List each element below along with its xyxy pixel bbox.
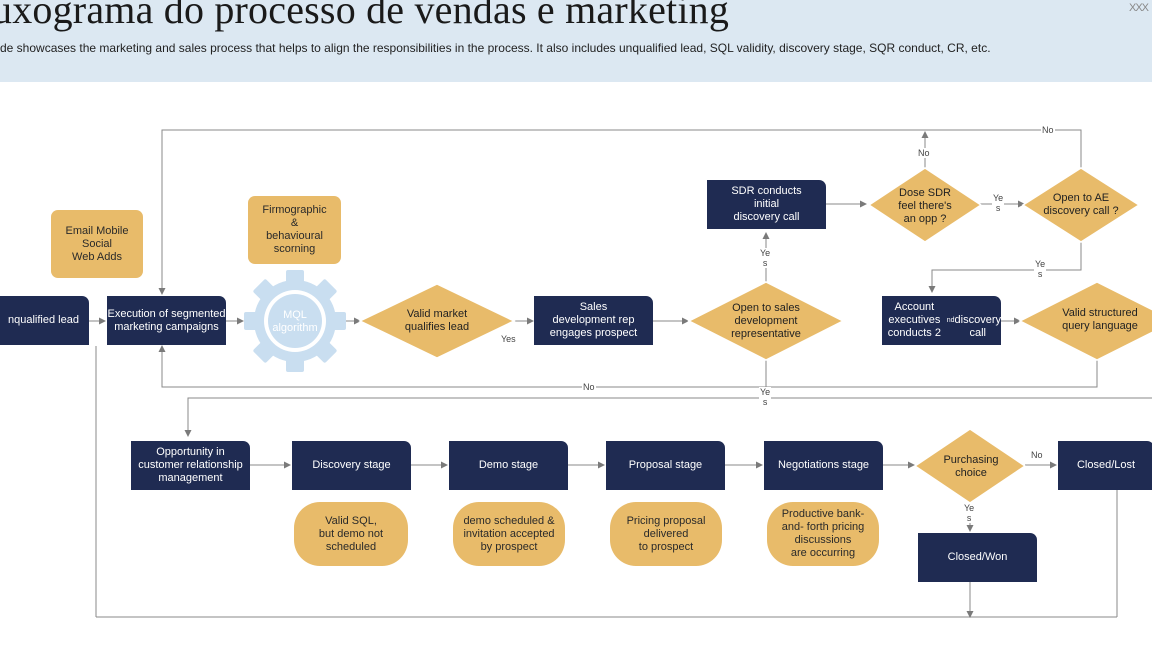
yes-down-label: Ye s (759, 387, 772, 407)
opportunity-crm-box: Opportunity in customer relationship man… (131, 441, 250, 490)
demo-scheduled-note: demo scheduled & invitation accepted by … (453, 502, 565, 566)
closed-won-box: Closed/Won (918, 533, 1037, 582)
valid-market-diamond (358, 283, 516, 359)
valid-structured-diamond (1018, 281, 1152, 361)
purchasing-label: Purchasing choice (943, 454, 999, 479)
open-sales-diamond (687, 281, 845, 361)
discovery-stage-box: Discovery stage (292, 441, 411, 490)
no-purchase-label: No (1030, 450, 1044, 460)
dose-sdr-diamond (867, 167, 983, 243)
open-sales-label: Open to sales development representative (731, 301, 801, 340)
no-bottom-label: No (582, 382, 596, 392)
yes-valid-label: Yes (500, 334, 517, 344)
yes-open-label: Ye s (759, 248, 772, 268)
page-title: uxograma do processo de vendas e marketi… (0, 0, 730, 32)
sales-development-box: Sales development rep engages prospect (534, 296, 653, 345)
no-sdr-label: No (917, 148, 931, 158)
negotiations-stage-box: Negotiations stage (764, 441, 883, 490)
open-ae-diamond (1021, 167, 1141, 243)
mql-algorithm-label: MQL algorithm (272, 309, 318, 334)
open-ae-label: Open to AE discovery call ? (1043, 192, 1119, 217)
page-subtitle: de showcases the marketing and sales pro… (0, 41, 991, 55)
demo-stage-box: Demo stage (449, 441, 568, 490)
yes-purchase-label: Ye s (963, 503, 976, 523)
sdr-conducts-box: SDR conducts initial discovery call (707, 180, 826, 229)
no-top-label: No (1041, 125, 1055, 135)
firmographic-box: Firmographic & behavioural scorning (248, 196, 341, 264)
valid-sql-note: Valid SQL, but demo not scheduled (294, 502, 408, 566)
closed-lost-box: Closed/Lost (1058, 441, 1152, 490)
yes-ae-label: Ye s (1034, 259, 1047, 279)
proposal-stage-box: Proposal stage (606, 441, 725, 490)
pricing-proposal-note: Pricing proposal delivered to prospect (610, 502, 722, 566)
dose-sdr-label: Dose SDR feel there's an opp ? (898, 186, 952, 225)
gear-icon (244, 270, 346, 372)
close-icon[interactable]: XXX (1128, 2, 1149, 14)
header-banner: uxograma do processo de vendas e marketi… (0, 0, 1152, 82)
valid-structured-label: Valid structured query language (1062, 307, 1138, 332)
unqualified-lead-box: nqualified lead (0, 296, 89, 345)
yes-sdr-label: Ye s (992, 193, 1005, 213)
productive-pricing-note: Productive bank- and- forth pricing disc… (767, 502, 879, 566)
valid-market-label: Valid market qualifies lead (404, 308, 470, 333)
execution-campaigns-box: Execution of segmented marketing campaig… (107, 296, 226, 345)
email-mobile-box: Email Mobile Social Web Adds (51, 210, 143, 278)
